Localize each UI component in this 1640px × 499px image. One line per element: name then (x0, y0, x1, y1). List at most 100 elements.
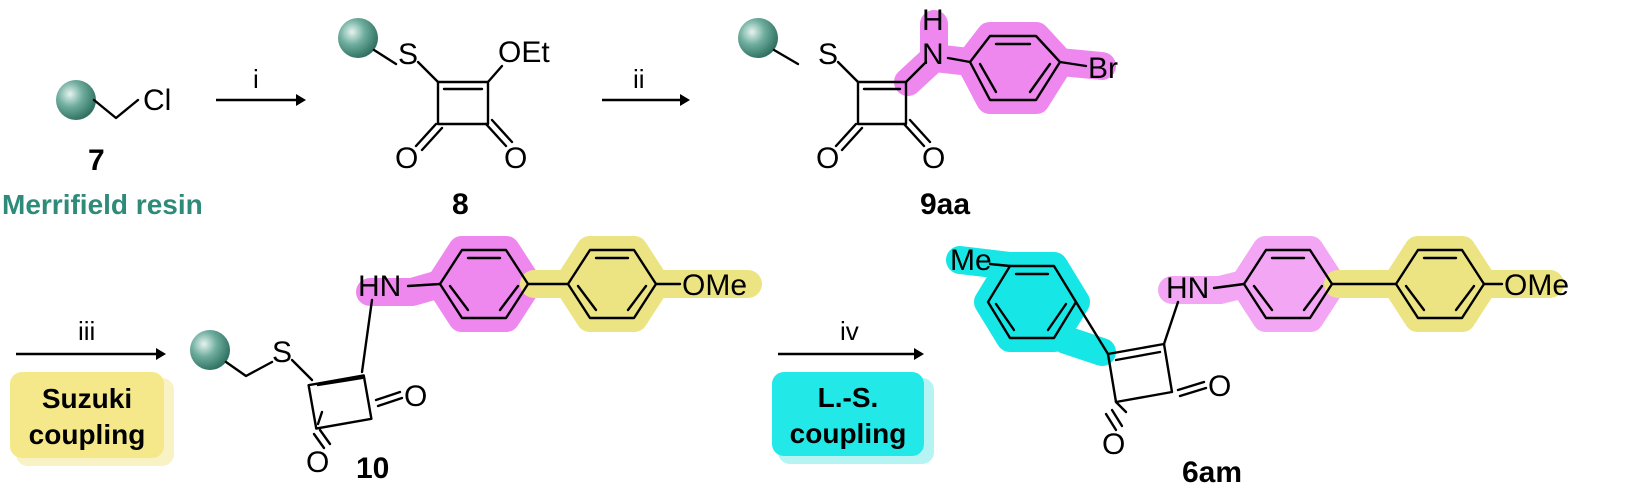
arrow-head (296, 94, 306, 106)
bond (902, 122, 926, 148)
compound-label-10: 10 (356, 452, 389, 485)
atom-h: H (922, 4, 944, 37)
resin-bead (190, 330, 230, 370)
ls-box-line2: coupling (790, 418, 907, 449)
arrow-step-iii: iii Suzuki coupling (10, 316, 174, 466)
arrow-step-i: i (216, 64, 306, 106)
bond (414, 122, 438, 148)
suzuki-box-line2: coupling (29, 419, 146, 450)
atom-o: O (306, 446, 329, 479)
bond (420, 126, 444, 152)
atom-o: O (922, 142, 945, 175)
arrow-step-iv: iv L.-S. coupling (772, 316, 934, 464)
bond (318, 428, 332, 446)
compound-label-6am: 6am (1182, 456, 1242, 489)
bond (840, 126, 864, 152)
bond (312, 432, 326, 450)
bond (904, 60, 928, 84)
atom-br: Br (1088, 52, 1118, 85)
step-label-i: i (253, 64, 259, 94)
bond (946, 56, 972, 64)
bond (1176, 380, 1206, 392)
bond (908, 118, 932, 144)
bond (988, 262, 1012, 268)
compound-8: S OEt O O 8 (338, 18, 550, 221)
double-bond (978, 62, 998, 94)
double-bond (1454, 284, 1476, 312)
bond (1162, 300, 1180, 346)
atom-ome: OMe (682, 269, 747, 302)
double-bond (1028, 62, 1052, 94)
atom-hn: HN (1166, 272, 1209, 305)
double-bond (1114, 350, 1162, 362)
benzene-ring (986, 264, 1078, 340)
resin-bead (56, 80, 96, 120)
double-bond (448, 284, 470, 312)
bond (360, 298, 374, 374)
atom-o: O (1208, 370, 1231, 403)
cyclobutene-ring (1106, 342, 1174, 404)
bond (836, 60, 860, 84)
cyclobutene-ring (307, 374, 373, 430)
cyclobutene-ring (856, 80, 908, 126)
compound-6am: Me HN OMe O O 6am (946, 236, 1569, 489)
suzuki-box-line1: Suzuki (42, 383, 132, 414)
compound-label-8: 8 (452, 188, 469, 221)
merrifield-resin-label: Merrifield resin (2, 189, 203, 220)
double-bond (498, 284, 520, 312)
atom-o: O (404, 380, 427, 413)
arrow-head (914, 348, 924, 360)
bond (416, 60, 440, 84)
compound-9aa: S H N Br O O 9aa (738, 4, 1118, 221)
cyclobutene-ring (436, 80, 490, 126)
double-bond (1404, 284, 1426, 312)
bond (406, 282, 442, 288)
double-bond (316, 376, 364, 387)
arrow-head (156, 348, 166, 360)
atom-s: S (398, 38, 418, 71)
compound-label-9aa: 9aa (920, 188, 970, 221)
atom-s: S (272, 336, 292, 369)
atom-me: Me (950, 244, 992, 277)
atom-s: S (818, 38, 838, 71)
double-bond (1252, 284, 1274, 312)
compound-10: S HN OMe O O 10 (190, 236, 762, 485)
atom-cl: Cl (143, 84, 171, 117)
double-bond (994, 302, 1016, 332)
double-bond (626, 284, 648, 312)
bond (1212, 282, 1246, 290)
bond (92, 98, 140, 120)
resin-bead (738, 18, 778, 58)
atom-oet: OEt (498, 36, 550, 69)
atom-o: O (1102, 428, 1125, 461)
bond (484, 122, 508, 148)
atom-o: O (816, 142, 839, 175)
bond (486, 64, 504, 84)
double-bond (1046, 302, 1068, 332)
ls-box-line1: L.-S. (818, 382, 879, 413)
bond (1058, 60, 1088, 68)
resin-bead (338, 18, 378, 58)
bond (1074, 300, 1110, 356)
double-bond (576, 284, 598, 312)
bond (316, 410, 324, 426)
atom-n: N (922, 38, 944, 71)
bond (374, 390, 402, 402)
bond (1114, 400, 1128, 414)
suzuki-coupling-box (10, 372, 164, 458)
step-label-iii: iii (78, 316, 95, 346)
bond (376, 396, 404, 408)
ls-coupling-box (772, 372, 924, 456)
bond (834, 122, 858, 148)
bond (372, 48, 398, 66)
bond (1104, 412, 1118, 432)
compound-7: Cl 7 Merrifield resin (2, 80, 203, 220)
bond (490, 118, 514, 144)
bond (1110, 408, 1124, 428)
step-label-ii: ii (633, 64, 645, 94)
arrow-step-ii: ii (602, 64, 690, 106)
bond (1178, 386, 1208, 398)
atom-hn: HN (358, 270, 401, 303)
atom-ome: OMe (1504, 269, 1569, 302)
